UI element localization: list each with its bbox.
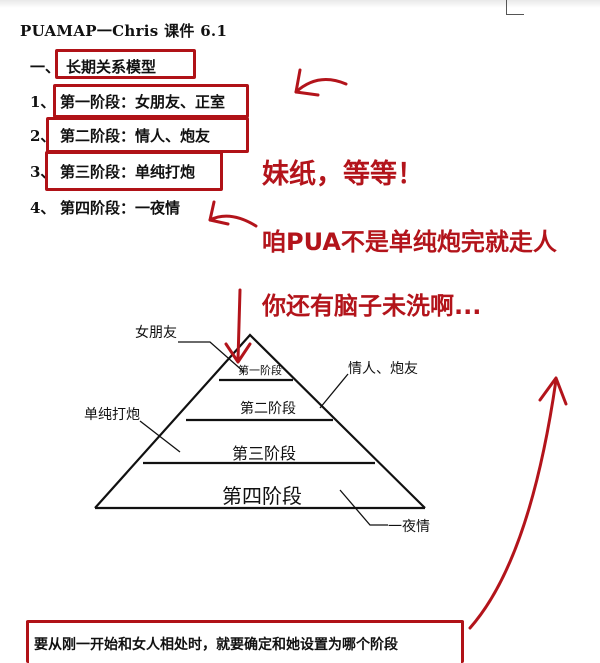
pyramid-tier-1: 第一阶段 [238, 364, 282, 377]
arrow-to-heading [294, 78, 348, 94]
top-edge-shadow [0, 0, 600, 8]
stage-2-number: 2、 [30, 127, 56, 145]
stage-2-text: 第二阶段：情人、炮友 [60, 127, 211, 145]
label-girlfriend: 女朋友 [135, 325, 177, 341]
arrow-to-pyramid [236, 288, 242, 362]
stage-1-highlight-box [53, 84, 249, 118]
pyramid-outline [94, 333, 426, 510]
pyramid-tier-2: 第二阶段 [240, 401, 296, 417]
annotation-wait: 妹纸，等等！ [262, 159, 424, 190]
stage-4-number: 4、 [30, 199, 56, 217]
page-corner-mark [506, 14, 524, 15]
leader-lover [319, 373, 349, 409]
annotation-brainwash: 你还有脑子未洗啊... [262, 292, 482, 320]
footer-highlight-box [26, 620, 464, 663]
arrow-to-stages [208, 214, 258, 228]
page-corner-mark [506, 0, 507, 14]
leader-onenight [339, 489, 388, 526]
arrow-from-footer-head [538, 376, 568, 406]
section-heading-number: 一、 [30, 58, 61, 76]
heading-highlight-box [55, 49, 196, 79]
pyramid-sides [94, 333, 426, 509]
footer-statement: 要从刚一开始和女人相处时，就要确定和她设置为哪个阶段 [34, 637, 398, 653]
document-title: PUAMAP一Chris 课件 6.1 [20, 22, 228, 40]
annotation-pua: 咱PUA不是单纯炮完就走人 [262, 228, 557, 256]
leader-girlfriend [178, 341, 245, 373]
label-lover: 情人、炮友 [348, 361, 418, 377]
leader-pure [139, 420, 181, 453]
stage-3-text: 第三阶段：单纯打炮 [60, 163, 196, 181]
arrow-to-pyramid-head [224, 342, 252, 364]
stage-3-highlight-box [45, 151, 223, 191]
arrow-to-stages-head [208, 200, 230, 226]
pyramid-tier-3: 第三阶段 [232, 444, 297, 463]
stage-4-text: 第四阶段：一夜情 [60, 199, 181, 217]
pyramid-tier-4: 第四阶段 [222, 484, 302, 508]
section-heading: 长期关系模型 [66, 58, 157, 76]
stage-1-number: 1、 [30, 93, 56, 111]
arrow-from-footer [468, 378, 558, 630]
label-onenight: 一夜情 [388, 519, 430, 535]
stage-1-text: 第一阶段：女朋友、正室 [60, 93, 226, 111]
arrow-to-heading-head [294, 68, 320, 97]
stage-3-number: 3、 [30, 163, 56, 181]
label-pure: 单纯打炮 [84, 407, 140, 423]
